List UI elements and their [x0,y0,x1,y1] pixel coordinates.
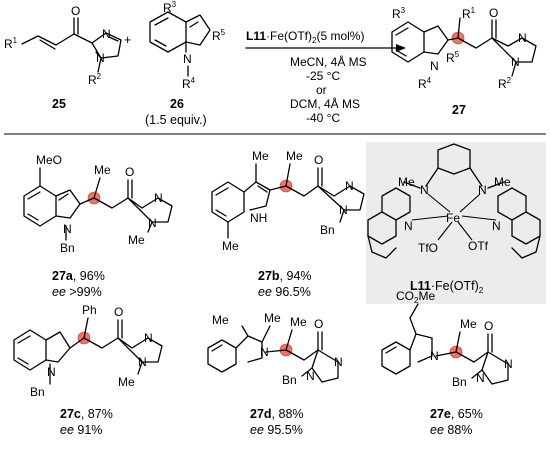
svg-text:N: N [306,369,315,383]
imidazole-n: N [102,27,111,41]
example-27d: Me Me Me N O N N Bn 27d, 88% ee 95.5% [207,311,343,437]
27e-me: Me [460,317,477,331]
ligand-otf: OTf [468,239,489,253]
product-27: O N N N R3 R1 R5 R4 R2 27 [391,6,537,117]
ligand-name: L11·Fe(OTf)2 [410,279,484,295]
27d-me2: Me [264,311,281,325]
ligand-panel: Me N N Me Fe N N TfO OTf L11·Fe(OTf)2 [366,142,546,304]
product-r3: R3 [392,6,406,21]
svg-text:N: N [154,191,163,205]
r3-label: R3 [163,0,177,15]
27d-me3: Me [290,315,307,329]
svg-text:O: O [484,319,493,333]
27d-yield: 27d, 88% [250,407,304,421]
27b-me2: Me [286,149,303,163]
ligand-n1: N [420,183,429,197]
svg-text:N: N [476,371,485,385]
plus-sign: + [124,33,131,47]
ligand-me-right: Me [494,175,511,189]
27a-nme: Me [128,233,145,247]
condition-2: -25 °C [306,69,340,83]
27a-me: Me [94,163,111,177]
ligand-tfo: TfO [418,241,438,255]
27b-bn: Bn [320,223,335,237]
compound-26-label: 26 [170,97,184,111]
ligand-n4: N [492,219,501,233]
reactant-26: N R3 R5 R4 26 (1.5 equiv.) [145,0,226,127]
27e-ee: ee 88% [430,423,472,437]
r2-label: R2 [88,72,102,87]
svg-text:N: N [430,59,439,73]
27b-me3: Me [222,239,239,253]
27a-ee: ee >99% [52,285,102,299]
27c-yield: 27c, 87% [60,407,113,421]
27b-me1: Me [252,149,269,163]
svg-text:N: N [334,355,343,369]
27c-me: Me [118,375,135,389]
svg-text:N: N [144,331,153,345]
27e-co2me: CO2Me [396,289,435,305]
condition-1: MeCN, 4Å MS [290,54,367,69]
example-27a: MeO Me O N N N Bn Me 27a, 96% ee >99% [23,153,173,299]
svg-text:N: N [504,357,513,371]
ligand-n2: N [478,183,487,197]
carbonyl-o: O [71,4,80,18]
27d-bn: Bn [282,373,297,387]
27c-ph: Ph [82,303,97,317]
svg-text:N: N [138,355,147,369]
equiv-label: (1.5 equiv.) [145,113,207,127]
svg-text:N: N [47,365,56,379]
compound-25-label: 25 [52,97,66,111]
ligand-n3: N [404,219,413,233]
condition-4: DCM, 4Å MS [290,96,360,111]
27a-bn: Bn [60,241,75,255]
27b-yield: 27b, 94% [258,269,312,283]
r4-label: R4 [182,76,196,91]
svg-text:N: N [63,222,72,236]
svg-text:O: O [125,165,134,179]
example-27c: Ph O N N N Bn Me 27c, 87% ee 91% [13,303,163,437]
condition-3: or [316,83,327,97]
product-r4: R4 [418,76,432,91]
reactant-25: O N N R1 R2 25 [4,4,122,111]
compound-27-label: 27 [452,103,466,117]
r5-label: R5 [212,28,226,43]
imidazole-n1: N [96,51,105,65]
product-r1: R1 [462,6,476,21]
catalyst-label: L11·Fe(OTf)2(5 mol%) [246,29,364,45]
27b-ee: ee 96.5% [258,285,311,299]
svg-text:N: N [148,216,157,230]
27e-yield: 27e, 65% [430,407,483,421]
27c-ee: ee 91% [60,423,102,437]
svg-text:O: O [314,153,323,167]
27d-me1: Me [212,313,229,327]
27b-nh: NH [250,211,267,225]
svg-text:O: O [314,317,323,331]
indole-n: N [183,52,192,66]
27a-yield: 27a, 96% [52,269,105,283]
svg-text:N: N [430,349,439,363]
product-o: O [489,6,498,20]
svg-text:O: O [114,305,123,319]
svg-text:N: N [339,203,348,217]
ligand-fe: Fe [446,211,460,225]
example-27b: Me Me NH Me O N N Bn 27b, 94% ee 96.5% [211,149,365,299]
27d-ee: ee 95.5% [250,423,303,437]
product-r5: R5 [446,50,460,65]
27e-bn: Bn [452,375,467,389]
svg-text:N: N [518,31,527,45]
27a-meo: MeO [36,153,62,167]
svg-text:N: N [260,345,269,359]
reaction-arrow: L11·Fe(OTf)2(5 mol%) MeCN, 4Å MS -25 °C … [245,29,406,125]
product-r2: R2 [498,76,512,91]
27c-bn: Bn [30,385,45,399]
r1-label: R1 [4,36,18,51]
svg-text:N: N [511,55,520,69]
example-27e: CO2Me Me N O N N Bn 27e, 65% ee 88% [381,289,513,437]
condition-5: -40 °C [306,111,340,125]
svg-text:N: N [345,179,354,193]
ligand-me-left: Me [398,175,415,189]
